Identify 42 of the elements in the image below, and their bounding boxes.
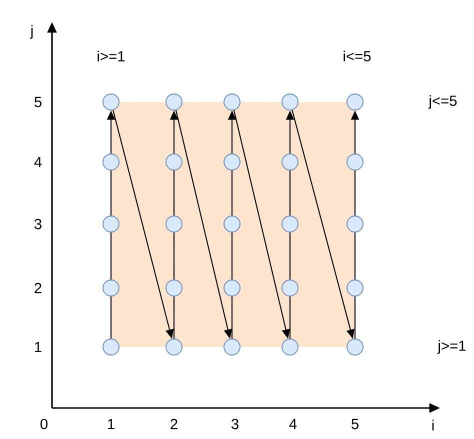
tick-label: 3 <box>34 218 42 230</box>
axis-label: i <box>432 420 434 430</box>
grid-point <box>102 216 120 232</box>
tick-label: 3 <box>232 418 238 430</box>
tick-label: 2 <box>170 418 178 430</box>
grid-point <box>282 338 298 356</box>
tick-label: 5 <box>352 418 358 430</box>
tick-label: 5 <box>34 96 42 108</box>
grid-point <box>102 338 120 356</box>
grid-point <box>346 94 364 110</box>
grid-point <box>102 94 120 110</box>
grid-point <box>166 280 182 296</box>
tick-label: 1 <box>35 342 42 352</box>
grid-point <box>224 280 240 296</box>
bound-label: i>=1 <box>98 50 125 62</box>
grid-point <box>224 338 240 356</box>
axis-label: j <box>30 25 33 39</box>
grid-point <box>282 94 298 110</box>
grid-point <box>346 338 364 356</box>
grid-point <box>224 216 240 232</box>
grid-point <box>102 154 120 170</box>
grid-point <box>346 154 364 170</box>
grid-point <box>282 280 298 296</box>
grid-point <box>166 216 182 232</box>
tick-label: 4 <box>289 418 297 430</box>
bound-label: j>=1 <box>437 340 466 354</box>
grid-point <box>282 154 298 170</box>
grid-point <box>102 280 120 296</box>
bound-label: i<=5 <box>344 50 371 62</box>
grid-point <box>166 94 182 110</box>
tick-label: 2 <box>34 282 42 294</box>
tick-label: 0 <box>40 418 48 430</box>
grid-point <box>224 94 240 110</box>
grid-point <box>346 280 364 296</box>
bound-label: j<=5 <box>428 95 457 109</box>
tick-label: 4 <box>34 156 42 168</box>
tick-label: 1 <box>108 418 114 430</box>
grid-point <box>224 154 240 170</box>
grid-point <box>346 216 364 232</box>
grid-point <box>282 216 298 232</box>
grid-point <box>166 338 182 356</box>
grid-point <box>166 154 182 170</box>
